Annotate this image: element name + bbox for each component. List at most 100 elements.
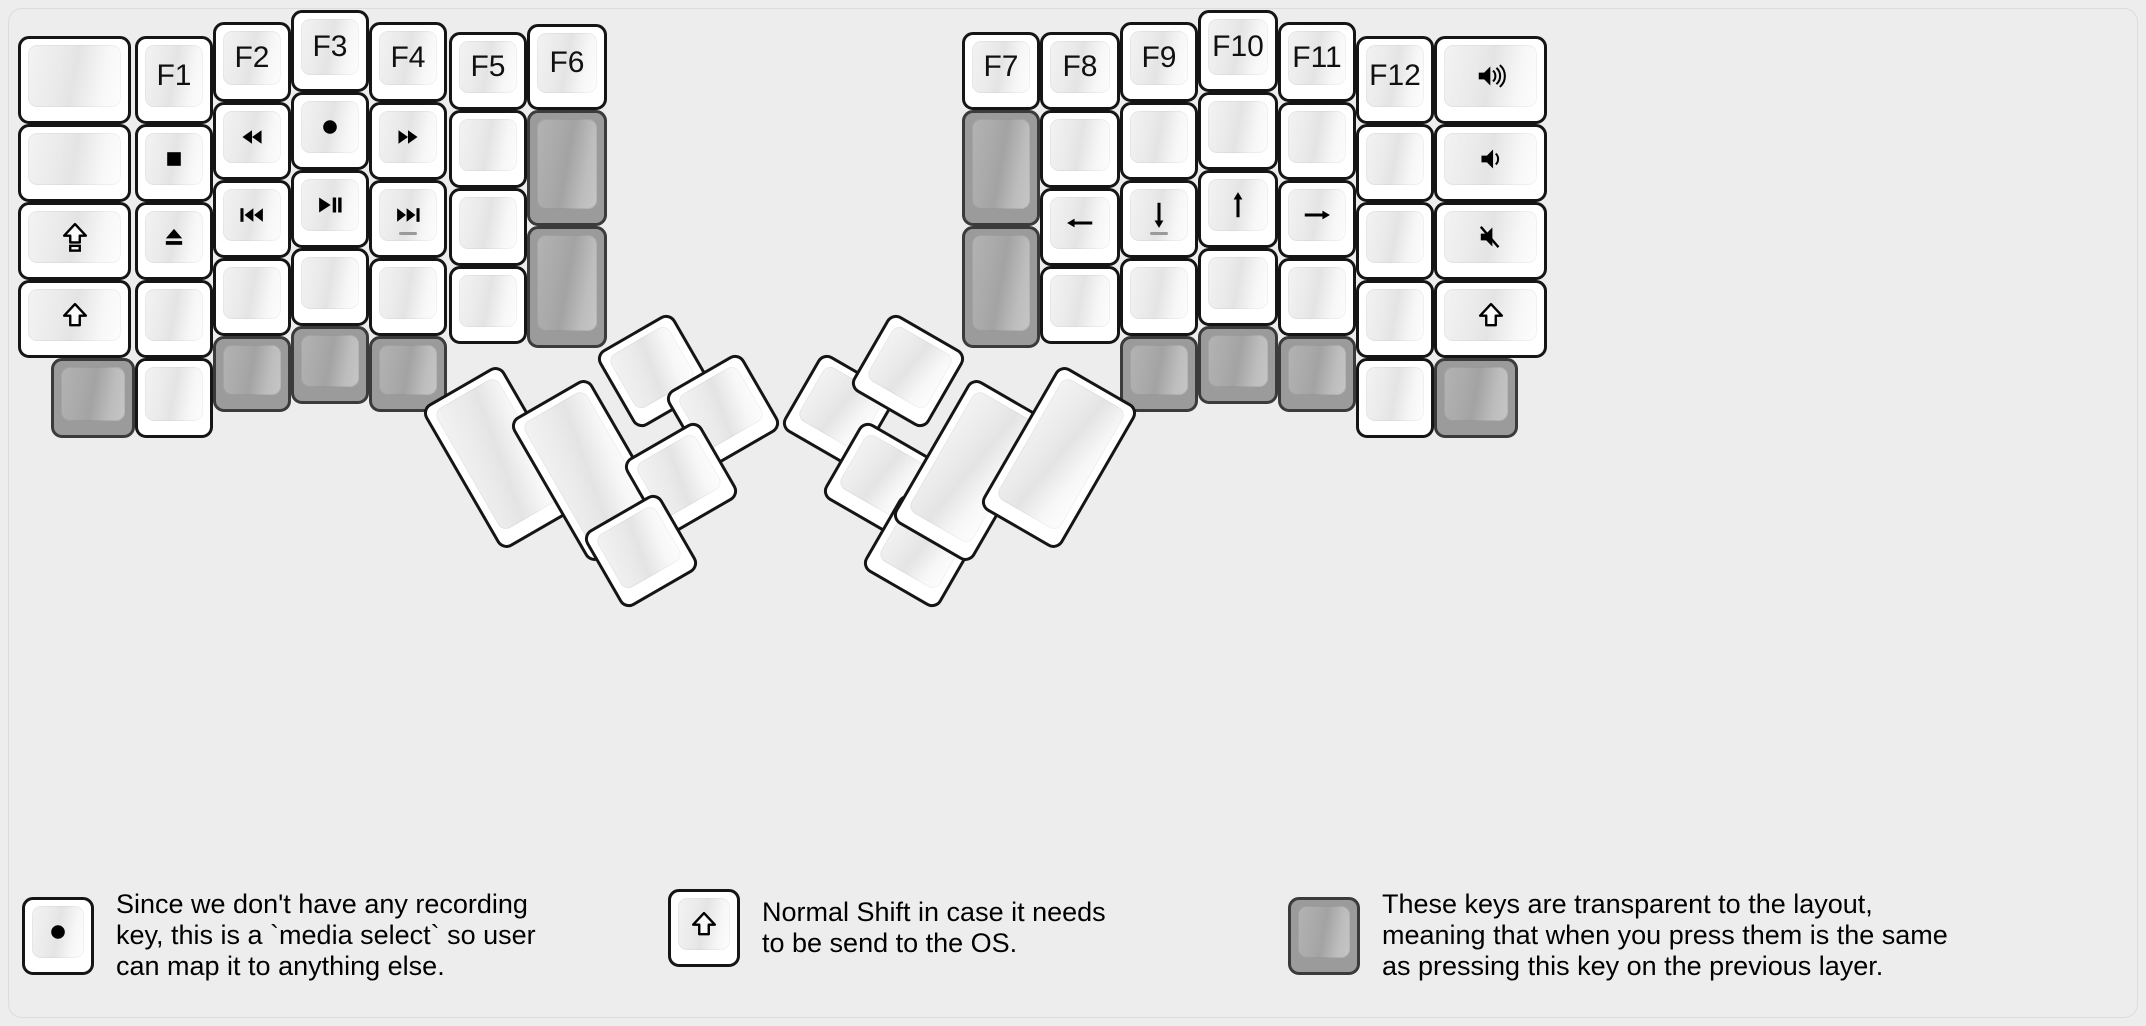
keycap-surface xyxy=(1366,289,1424,341)
legend-media-select-sample-key[interactable] xyxy=(22,896,94,975)
key-r-c6-r0[interactable] xyxy=(1434,36,1547,124)
keycap-surface xyxy=(459,275,517,327)
keycap-surface xyxy=(61,367,125,421)
key-l-c0-r2[interactable] xyxy=(18,202,131,280)
key-r-c6-r4[interactable] xyxy=(1434,358,1518,438)
key-l-c4-r2[interactable] xyxy=(369,180,447,258)
key-l-c6-r0[interactable]: F6 xyxy=(527,24,607,110)
key-r-c2-r0[interactable]: F9 xyxy=(1120,22,1198,102)
media-record-icon xyxy=(32,906,84,958)
key-l-c5-r0[interactable]: F5 xyxy=(449,32,527,110)
key-l-c1-r0[interactable]: F1 xyxy=(135,36,213,124)
key-l-c5-r1[interactable] xyxy=(449,110,527,188)
keycap-surface xyxy=(145,289,203,341)
key-r-c4-r3[interactable] xyxy=(1278,258,1356,336)
key-r-c3-r4[interactable] xyxy=(1198,326,1278,404)
key-l-c4-r4[interactable] xyxy=(369,336,447,412)
key-r-c4-r4[interactable] xyxy=(1278,336,1356,412)
key-r-c1-r2[interactable] xyxy=(1040,188,1120,266)
key-l-c1-r4[interactable] xyxy=(135,358,213,438)
homing-bar xyxy=(399,231,417,235)
key-l-c5-r3[interactable] xyxy=(449,266,527,344)
keycap-surface xyxy=(301,257,359,309)
key-blank xyxy=(145,367,203,421)
key-l-c6-r2[interactable] xyxy=(527,226,607,348)
key-r-c6-r1[interactable] xyxy=(1434,124,1547,202)
key-l-c0-r4[interactable] xyxy=(51,358,135,438)
key-l-c4-r0[interactable]: F4 xyxy=(369,22,447,102)
legend-normal-shift-sample-key[interactable] xyxy=(668,889,740,967)
legend-transparent-sample-key[interactable] xyxy=(1288,896,1360,975)
key-r-c1-r1[interactable] xyxy=(1040,110,1120,188)
key-r-c3-r0[interactable]: F10 xyxy=(1198,10,1278,92)
key-r-c4-r2[interactable] xyxy=(1278,180,1356,258)
key-blank xyxy=(223,345,281,395)
key-r-c1-r3[interactable] xyxy=(1040,266,1120,344)
key-l-c2-r0[interactable]: F2 xyxy=(213,22,291,102)
key-l-c2-r1[interactable] xyxy=(213,102,291,180)
key-r-c0-r0[interactable]: F7 xyxy=(962,32,1040,110)
key-blank xyxy=(1298,906,1350,958)
key-l-c2-r2[interactable] xyxy=(213,180,291,258)
keycap-surface xyxy=(1444,45,1537,107)
key-r-c5-r3[interactable] xyxy=(1356,280,1434,358)
key-l-c0-r1[interactable] xyxy=(18,124,131,202)
key-r-c6-r2[interactable] xyxy=(1434,202,1547,280)
key-l-c4-r3[interactable] xyxy=(369,258,447,336)
key-label: F3 xyxy=(312,30,348,63)
key-r-c0-r2[interactable] xyxy=(962,226,1040,348)
key-l-c1-r3[interactable] xyxy=(135,280,213,358)
key-l-c3-r3[interactable] xyxy=(291,248,369,326)
key-r-c6-r3[interactable] xyxy=(1434,280,1547,358)
key-r-c5-r0[interactable]: F12 xyxy=(1356,36,1434,124)
key-r-c2-r4[interactable] xyxy=(1120,336,1198,412)
key-r-c3-r3[interactable] xyxy=(1198,248,1278,326)
key-r-c0-r1[interactable] xyxy=(962,110,1040,226)
key-l-c1-r2[interactable] xyxy=(135,202,213,280)
key-blank xyxy=(972,235,1030,331)
key-l-c0-r0[interactable] xyxy=(18,36,131,124)
keycap-surface: F7 xyxy=(972,41,1030,93)
key-r-c5-r4[interactable] xyxy=(1356,358,1434,438)
key-l-c3-r2[interactable] xyxy=(291,170,369,248)
keycap-surface xyxy=(223,345,281,395)
key-r-c4-r0[interactable]: F11 xyxy=(1278,22,1356,102)
key-l-c1-r1[interactable] xyxy=(135,124,213,202)
key-blank xyxy=(1288,345,1346,395)
key-l-c0-r3[interactable] xyxy=(18,280,131,358)
keycap-surface xyxy=(972,235,1030,331)
key-l-c3-r0[interactable]: F3 xyxy=(291,10,369,92)
key-l-c3-r1[interactable] xyxy=(291,92,369,170)
key-l-c2-r4[interactable] xyxy=(213,336,291,412)
key-r-c2-r2[interactable] xyxy=(1120,180,1198,258)
keycap-surface xyxy=(1130,111,1188,163)
key-blank xyxy=(1288,111,1346,163)
keycap-surface xyxy=(972,119,1030,209)
key-r-c3-r1[interactable] xyxy=(1198,92,1278,170)
key-r-c1-r0[interactable]: F8 xyxy=(1040,32,1120,110)
key-r-c5-r1[interactable] xyxy=(1356,124,1434,202)
keycap-surface xyxy=(1130,189,1188,241)
key-blank xyxy=(459,275,517,327)
key-r-c3-r2[interactable] xyxy=(1198,170,1278,248)
keycap-surface xyxy=(537,235,597,331)
key-r-c4-r1[interactable] xyxy=(1278,102,1356,180)
key-l-c6-r1[interactable] xyxy=(527,110,607,226)
key-r-c2-r3[interactable] xyxy=(1120,258,1198,336)
homing-bar xyxy=(1150,231,1168,235)
key-blank xyxy=(537,119,597,209)
keycap-surface xyxy=(1288,111,1346,163)
key-label: F5 xyxy=(470,50,506,83)
key-l-c3-r4[interactable] xyxy=(291,326,369,404)
keycap-surface xyxy=(1208,179,1268,231)
keycap-surface xyxy=(145,133,203,185)
media-fastforward-icon xyxy=(379,111,437,163)
media-playpause-icon xyxy=(301,179,359,231)
key-blank xyxy=(1444,367,1508,421)
key-r-c5-r2[interactable] xyxy=(1356,202,1434,280)
key-r-c2-r1[interactable] xyxy=(1120,102,1198,180)
key-blank xyxy=(145,289,203,341)
key-l-c2-r3[interactable] xyxy=(213,258,291,336)
key-l-c4-r1[interactable] xyxy=(369,102,447,180)
key-l-c5-r2[interactable] xyxy=(449,188,527,266)
